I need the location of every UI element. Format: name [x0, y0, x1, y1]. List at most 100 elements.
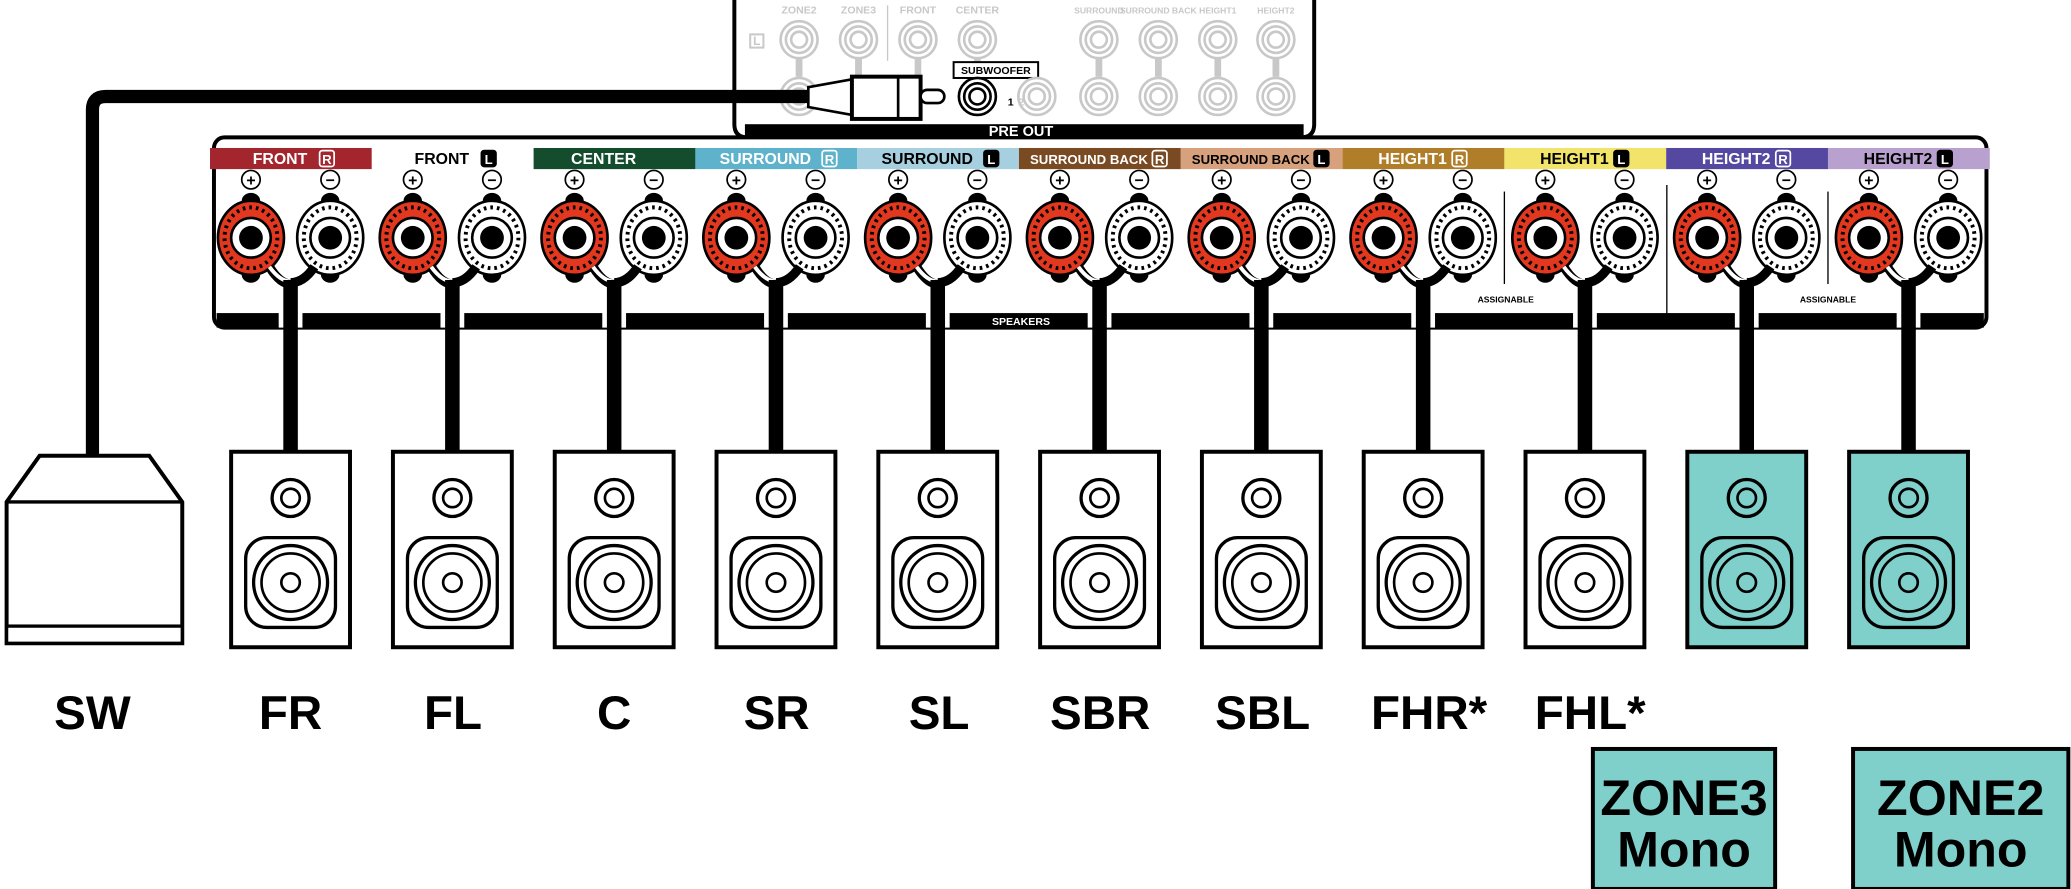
channel-label-bg	[1666, 147, 1828, 170]
side-badge-letter: L	[987, 152, 995, 167]
tweeter	[594, 477, 635, 519]
woofer	[737, 543, 815, 622]
woofer-frame	[1376, 535, 1470, 630]
speaker-cabinet	[552, 449, 676, 650]
woofer-cap	[1250, 571, 1272, 594]
woofer-cone	[745, 552, 807, 613]
terminal-hole	[480, 225, 504, 250]
terminal-hole	[641, 225, 666, 250]
minus-symbol: −	[1620, 173, 1629, 190]
terminal-knurl	[1516, 205, 1574, 271]
side-badge-letter: R	[322, 152, 332, 167]
side-badge	[983, 149, 1000, 168]
speaker-icon	[714, 449, 838, 650]
minus-symbol: −	[973, 173, 982, 190]
channel-label: SURROUND	[720, 151, 811, 168]
plus-symbol-circle	[1211, 169, 1232, 190]
minus-symbol: −	[811, 173, 820, 190]
speaker-label: FL	[424, 687, 482, 740]
terminal-knurl	[384, 205, 442, 271]
terminal-hole	[965, 225, 990, 250]
pre-out-column-label: FRONT	[900, 4, 937, 16]
terminal-knurl	[1757, 205, 1815, 271]
woofer-cone	[907, 552, 969, 613]
terminal-hole	[1533, 225, 1558, 250]
terminal-knurl	[707, 205, 765, 271]
rca-jack-inactive	[1266, 87, 1286, 106]
plus-symbol-circle	[1535, 169, 1556, 190]
plus-symbol: +	[1055, 173, 1064, 190]
woofer-cone	[1878, 552, 1939, 613]
speaker-icon	[876, 449, 1000, 650]
tweeter	[432, 477, 473, 519]
speaker-label: SW	[54, 687, 131, 740]
woofer-cap	[603, 571, 625, 594]
terminal-hole	[318, 225, 343, 250]
side-badge-letter: R	[1778, 152, 1788, 167]
woofer-frame	[1700, 535, 1794, 630]
woofer-cap	[1897, 571, 1920, 594]
zone-box	[1851, 746, 2071, 889]
terminal-knurl	[1434, 205, 1492, 271]
woofer-cone	[1392, 552, 1454, 613]
minus-symbol-circle	[1290, 169, 1312, 190]
tweeter-dome	[1250, 487, 1272, 509]
plus-symbol: +	[1702, 173, 1711, 190]
side-badge-letter: R	[1455, 152, 1465, 167]
pre-out-column-label: HEIGHT2	[1257, 5, 1294, 15]
channel-label: HEIGHT2	[1864, 151, 1933, 168]
woofer	[1708, 543, 1786, 622]
minus-symbol: −	[1782, 173, 1791, 190]
rca-jack-inactive	[1149, 87, 1168, 106]
speaker-label: FHR*	[1371, 687, 1488, 740]
rca-jack-inactive	[968, 30, 987, 49]
terminal-hole	[724, 225, 749, 250]
minus-symbol: −	[487, 173, 496, 190]
assignable-label: ASSIGNABLE	[1800, 295, 1857, 305]
plus-symbol: +	[732, 173, 741, 190]
woofer-cap	[765, 571, 787, 594]
terminal-knurl	[1355, 205, 1412, 271]
terminal-knurl	[1678, 205, 1736, 271]
pre-out-bar	[744, 124, 1304, 138]
minus-symbol-circle	[481, 169, 503, 190]
plus-symbol-circle	[1697, 169, 1718, 190]
terminal-hole	[1450, 225, 1475, 250]
side-badge-letter: L	[1617, 152, 1625, 167]
channel-label-bg	[1018, 147, 1181, 170]
side-badge	[821, 149, 838, 168]
channel-label-bg	[533, 147, 696, 170]
tweeter-dome	[765, 487, 787, 509]
assignable-label: ASSIGNABLE	[1478, 295, 1535, 305]
terminal-knurl	[1596, 205, 1653, 271]
channel-label: FRONT	[415, 151, 470, 168]
plus-symbol: +	[1379, 173, 1388, 190]
minus-symbol: −	[1458, 173, 1467, 190]
speaker-cabinet	[1361, 449, 1485, 650]
plus-symbol: +	[570, 173, 579, 190]
speaker-cabinet	[229, 449, 352, 650]
speaker-cabinet	[1199, 449, 1323, 650]
plus-symbol: +	[894, 173, 903, 190]
rca-jack-inactive	[1089, 87, 1109, 106]
pre-out-column-label: ZONE3	[841, 4, 876, 16]
minus-symbol-circle	[805, 169, 826, 190]
side-badge-letter: R	[825, 152, 835, 167]
channel-label: HEIGHT1	[1540, 151, 1609, 168]
channel-label-bg	[1342, 147, 1505, 170]
minus-symbol: −	[326, 173, 335, 190]
subwoofer-jack-2	[1027, 87, 1047, 106]
woofer-cap	[1088, 571, 1111, 594]
speaker-cabinet	[1038, 449, 1161, 650]
speakers-title: SPEAKERS	[992, 316, 1050, 328]
speaker-cabinet	[1523, 449, 1647, 650]
side-badge	[1313, 149, 1330, 168]
terminal-hole	[1695, 225, 1720, 250]
terminal-hole	[1936, 225, 1961, 250]
